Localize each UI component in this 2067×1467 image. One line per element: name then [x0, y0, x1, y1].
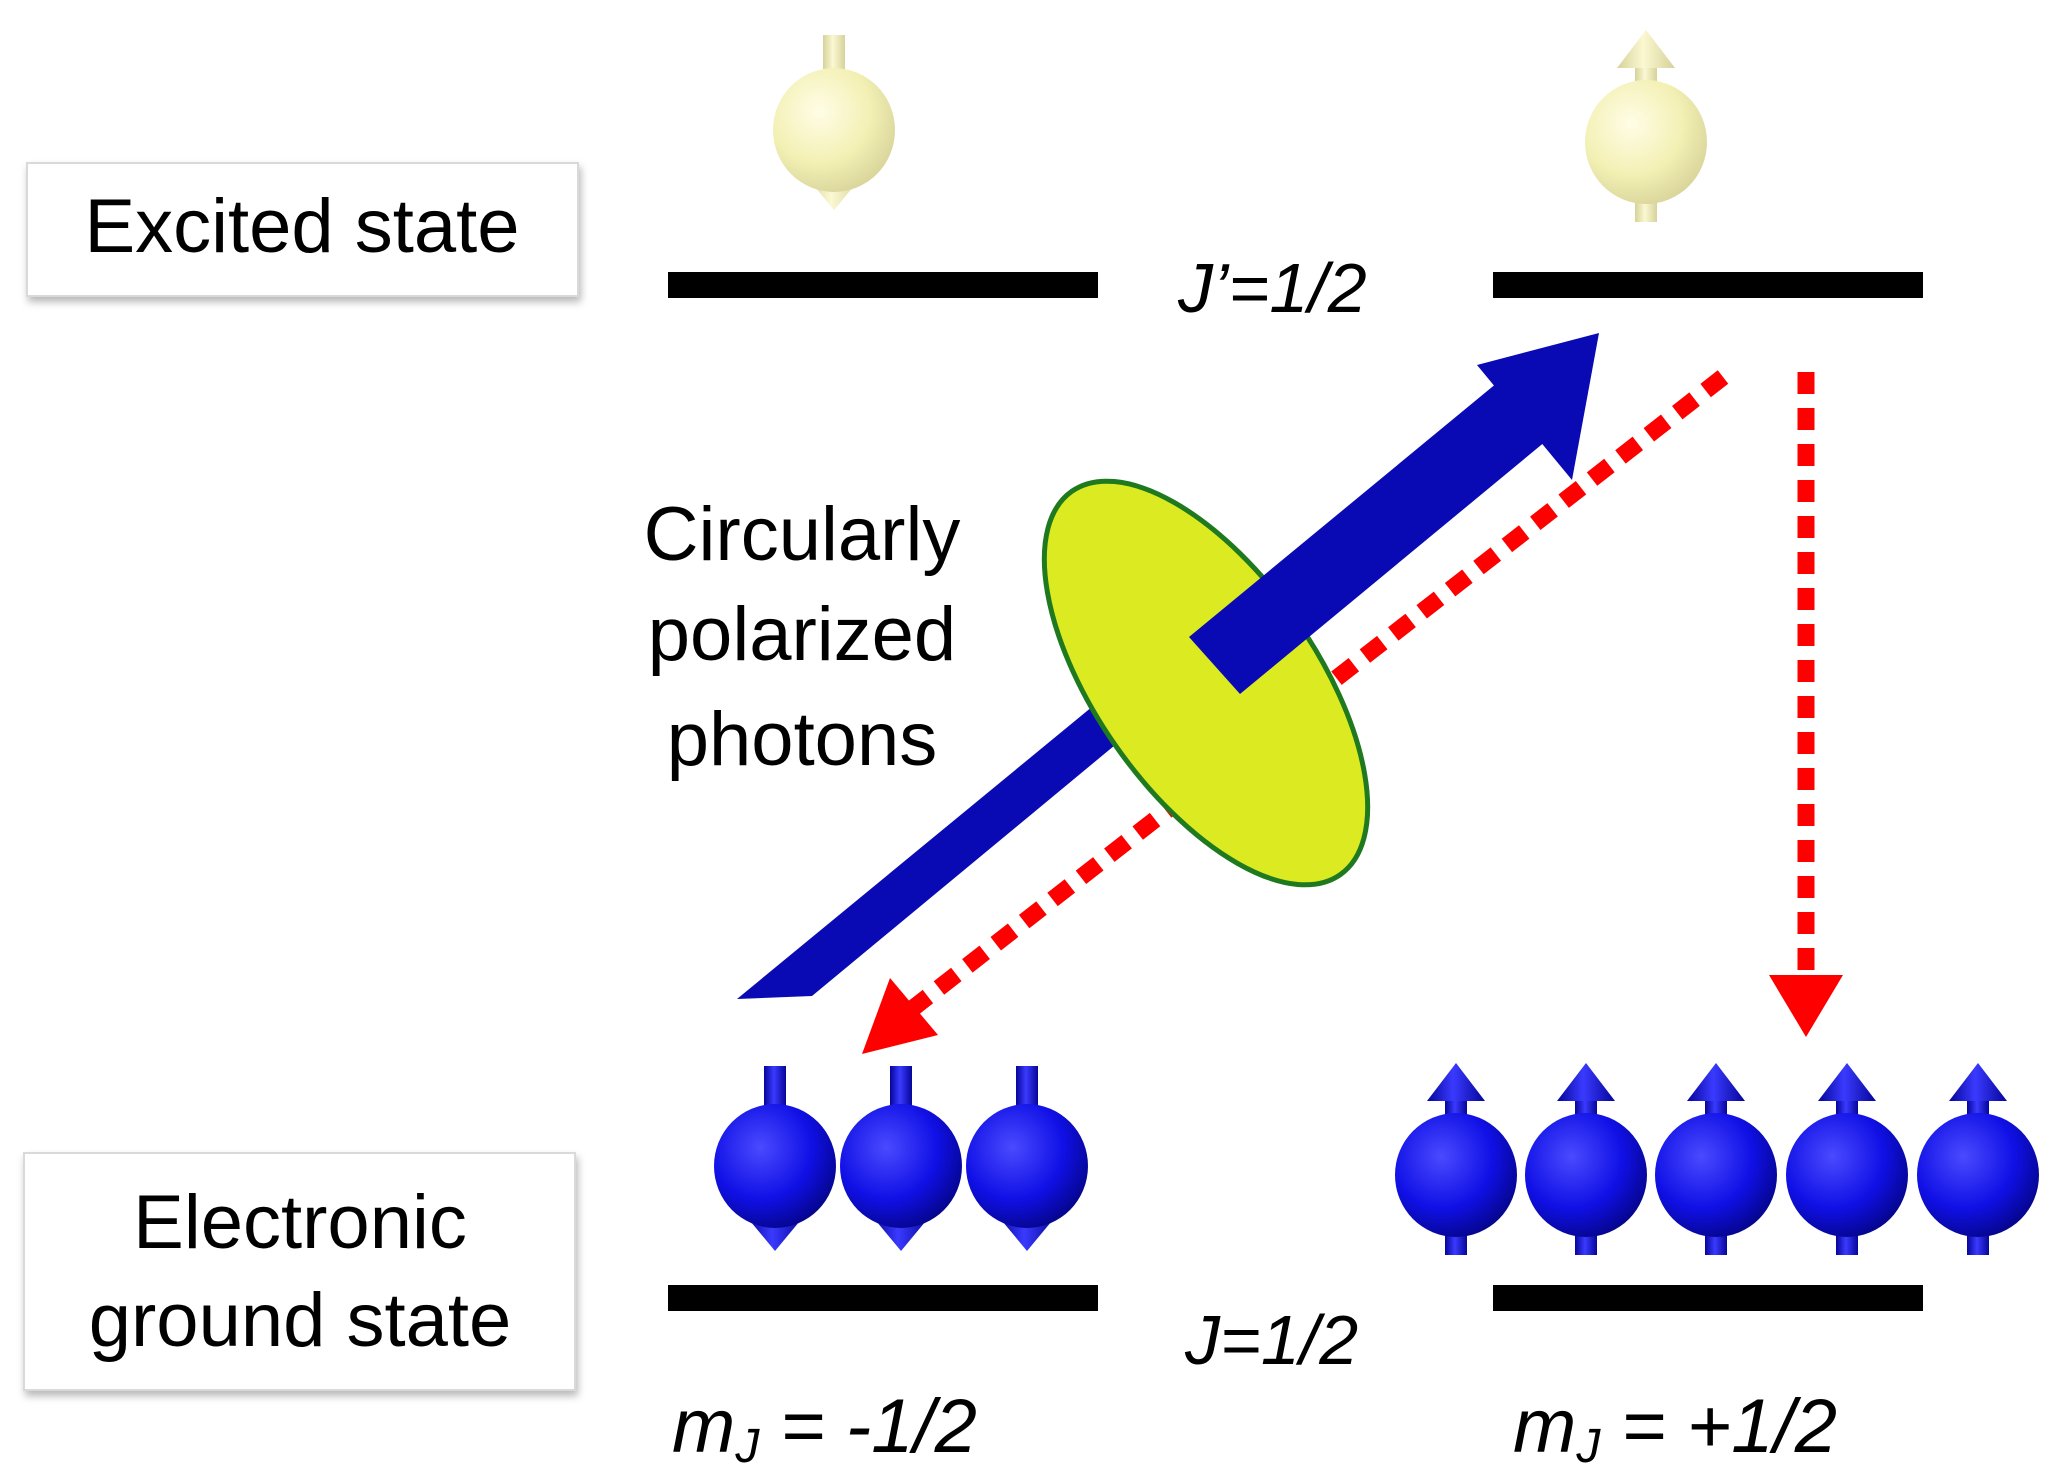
- ground-atom-spin-up-icon: [1786, 1063, 1908, 1255]
- ground-atom-spin-down-icon: [714, 1066, 836, 1251]
- ground-state-label-box: Electronic ground state: [23, 1152, 576, 1391]
- ground-level-plus-line: [1493, 1285, 1923, 1311]
- ground-minus-atoms: [714, 1066, 1088, 1251]
- photons-label-line1: Circularly: [644, 492, 961, 577]
- ground-atom-spin-down-icon: [966, 1066, 1088, 1251]
- ground-plus-atoms: [1395, 1063, 2039, 1255]
- ground-atom-spin-up-icon: [1655, 1063, 1777, 1255]
- pump-arrow-upper: [1189, 359, 1575, 694]
- ground-state-label-line1: Electronic: [133, 1180, 467, 1265]
- emission-arrow-vertical-head: [1769, 975, 1843, 1037]
- mj-minus-label: mJ = -1/2: [672, 1384, 977, 1467]
- photons-label-line3: photons: [667, 697, 937, 782]
- excited-level-plus-line: [1493, 272, 1923, 298]
- excited-atom-spin-up-icon: [1585, 30, 1707, 222]
- mj-plus-label: mJ = +1/2: [1513, 1384, 1837, 1467]
- photons-label-line2: polarized: [648, 592, 956, 677]
- ground-atom-spin-up-icon: [1917, 1063, 2039, 1255]
- ground-level-minus-line: [668, 1285, 1098, 1311]
- emission-arrow-diagonal-head: [862, 978, 938, 1054]
- ground-atom-spin-up-icon: [1525, 1063, 1647, 1255]
- excited-state-label: Excited state: [84, 184, 519, 269]
- ground-atom-spin-down-icon: [840, 1066, 962, 1251]
- excited-atom-spin-down-icon: [773, 35, 895, 210]
- pump-arrow-lower: [737, 697, 1132, 999]
- ground-atom-spin-up-icon: [1395, 1063, 1517, 1255]
- ground-state-label-line2: ground state: [89, 1278, 512, 1363]
- excited-level-minus-line: [668, 272, 1098, 298]
- j-label: J=1/2: [1184, 1301, 1358, 1379]
- pump-arrow-head: [1477, 333, 1599, 480]
- excited-state-label-box: Excited state: [26, 162, 579, 297]
- j-prime-label: J’=1/2: [1177, 249, 1367, 327]
